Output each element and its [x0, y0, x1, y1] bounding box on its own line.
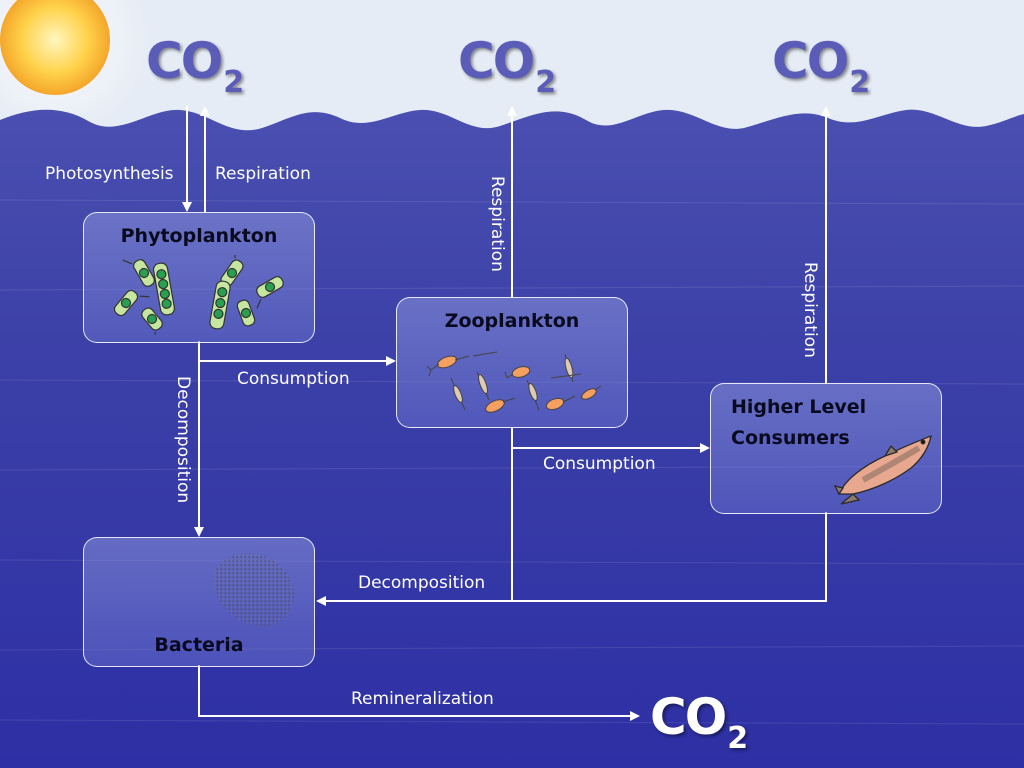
phytoplankton-cells-icon [114, 255, 284, 335]
node-title-higher-level: Higher Level [731, 396, 867, 418]
node-title-phytoplankton: Phytoplankton [120, 225, 278, 247]
arrow-remineralization [198, 665, 640, 721]
edge-label-decomposition-phyto: Decomposition [173, 376, 193, 504]
arrow-decomposition-others [316, 512, 827, 606]
co2-label-right: CO2 [772, 32, 870, 100]
zooplankton-icon [426, 351, 602, 413]
node-bacteria: Bacteria [83, 537, 315, 667]
co2-label-remineralized: CO2 [650, 688, 748, 756]
node-title-bacteria: Bacteria [154, 634, 244, 656]
node-title-zooplankton: Zooplankton [444, 310, 580, 332]
arrow-consumption-phyto-zoo [198, 341, 396, 366]
edge-label-photosynthesis: Photosynthesis [45, 164, 174, 184]
bacteria-cluster-icon [213, 553, 295, 627]
edge-label-respiration-higher: Respiration [800, 262, 820, 358]
co2-label-left: CO2 [146, 32, 244, 100]
edge-label-respiration-zoo: Respiration [487, 176, 507, 272]
sun-icon [0, 0, 110, 95]
node-phytoplankton: Phytoplankton [83, 212, 315, 343]
node-higher-level-consumers: Higher Level Consumers [710, 383, 942, 514]
edge-label-consumption-zoo-higher: Consumption [543, 454, 656, 474]
node-title-consumers: Consumers [731, 427, 850, 449]
arrow-consumption-zoo-higher [511, 427, 710, 453]
edge-label-remineralization: Remineralization [351, 689, 494, 709]
co2-label-center: CO2 [458, 32, 556, 100]
edge-label-consumption-phyto-zoo: Consumption [237, 369, 350, 389]
node-zooplankton: Zooplankton [396, 297, 628, 428]
edge-label-respiration-phyto: Respiration [215, 164, 311, 184]
fish-icon [833, 434, 932, 505]
edge-label-decomposition-others: Decomposition [358, 573, 486, 593]
